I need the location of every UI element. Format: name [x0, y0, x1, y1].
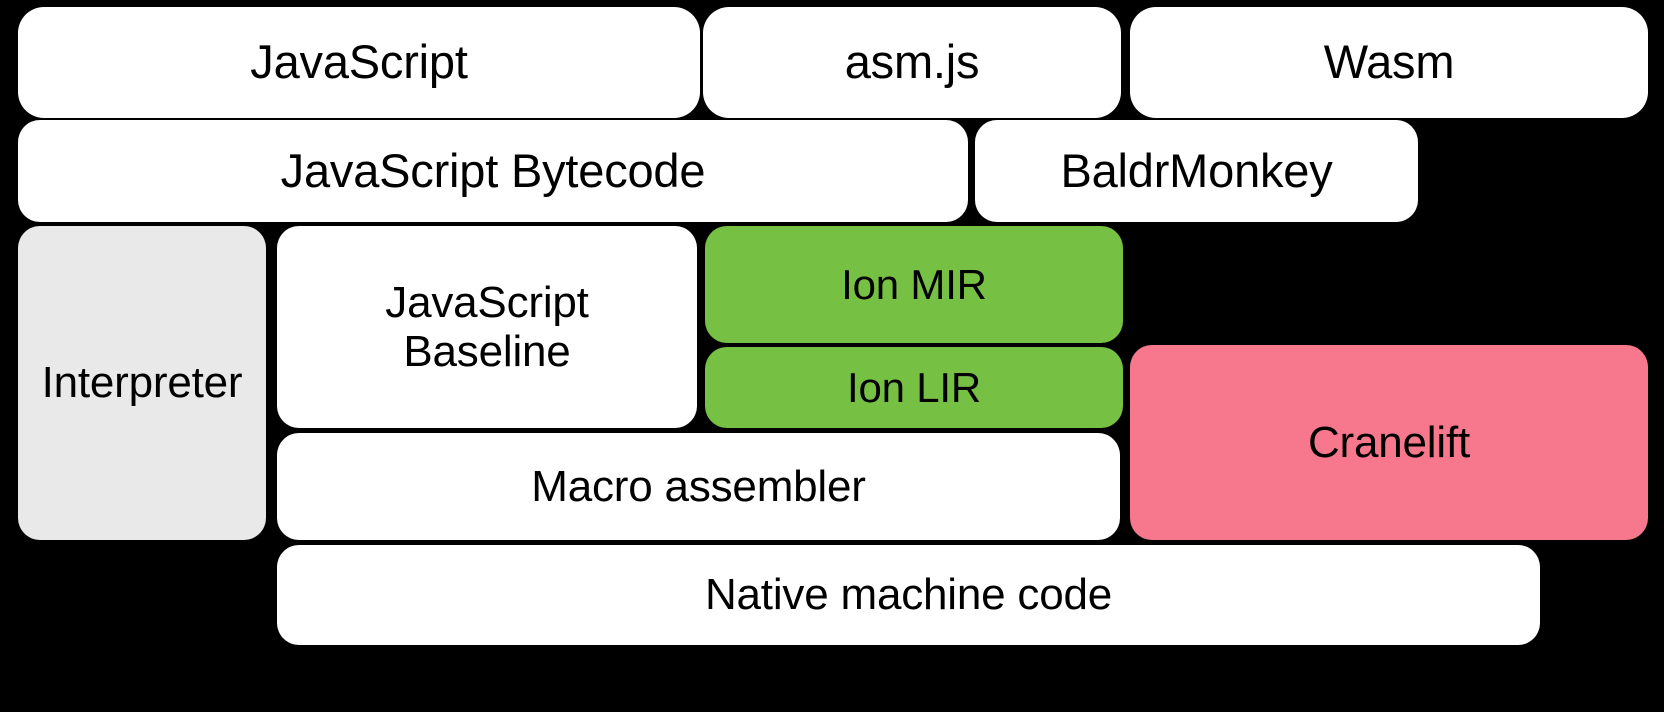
node-baldrmonkey[interactable]: BaldrMonkey [975, 120, 1418, 222]
node-javascript-bytecode-label: JavaScript Bytecode [280, 143, 706, 197]
node-wasm[interactable]: Wasm [1130, 7, 1648, 118]
node-interpreter-label: Interpreter [41, 358, 243, 408]
node-asmjs[interactable]: asm.js [703, 7, 1121, 118]
node-javascript-bytecode[interactable]: JavaScript Bytecode [18, 120, 968, 222]
node-macro-assembler[interactable]: Macro assembler [277, 433, 1120, 540]
node-javascript-baseline-label: JavaScript Baseline [385, 277, 589, 376]
node-javascript[interactable]: JavaScript [18, 7, 700, 118]
node-baldrmonkey-label: BaldrMonkey [1060, 143, 1333, 197]
node-asmjs-label: asm.js [844, 35, 980, 89]
node-native-machine-code[interactable]: Native machine code [277, 545, 1540, 645]
node-native-machine-code-label: Native machine code [704, 570, 1113, 620]
node-cranelift[interactable]: Cranelift [1130, 345, 1648, 540]
node-ion-mir[interactable]: Ion MIR [705, 226, 1123, 343]
node-ion-lir[interactable]: Ion LIR [705, 347, 1123, 428]
node-macro-assembler-label: Macro assembler [531, 461, 866, 511]
node-ion-lir-label: Ion LIR [846, 363, 981, 411]
node-javascript-baseline[interactable]: JavaScript Baseline [277, 226, 697, 428]
node-interpreter[interactable]: Interpreter [18, 226, 266, 540]
node-ion-mir-label: Ion MIR [841, 260, 987, 308]
node-javascript-label: JavaScript [250, 35, 468, 89]
node-wasm-label: Wasm [1323, 35, 1455, 89]
node-cranelift-label: Cranelift [1307, 417, 1471, 467]
